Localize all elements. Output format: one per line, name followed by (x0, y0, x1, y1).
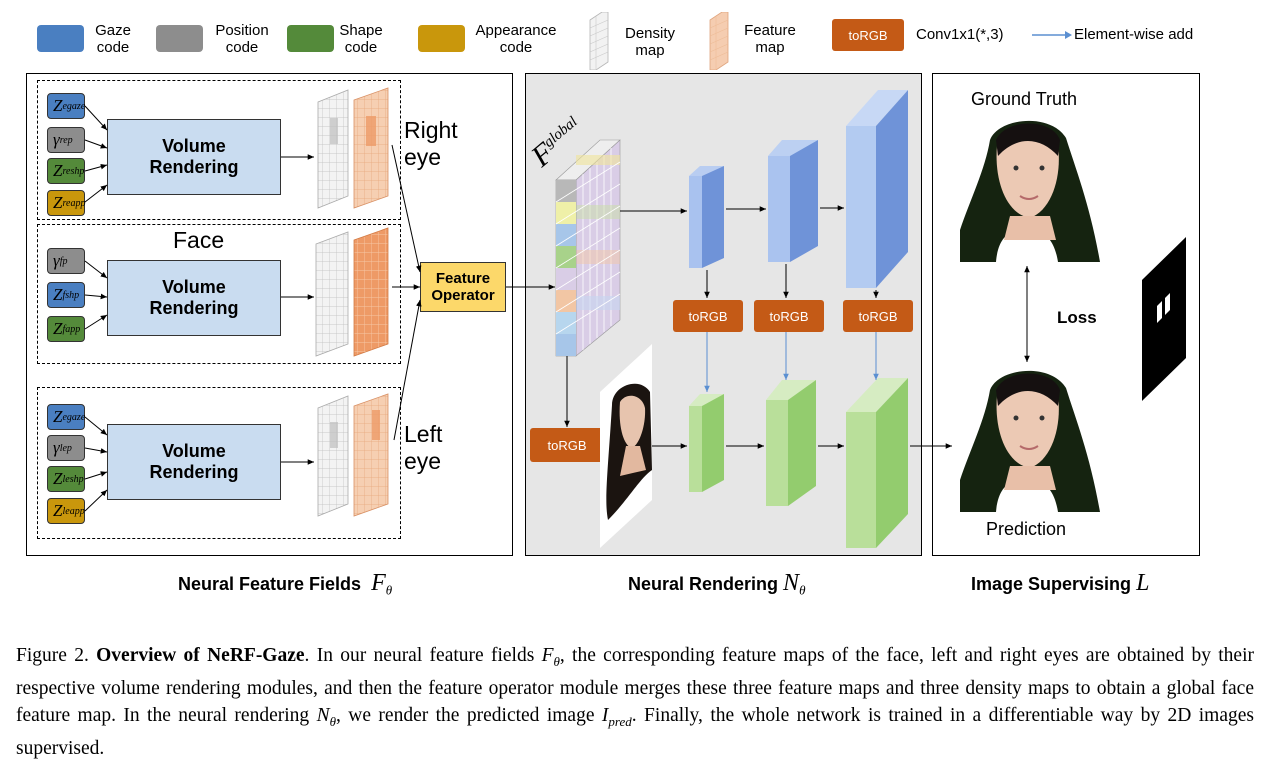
green-block-1 (689, 394, 724, 492)
legend-position-swatch (156, 25, 203, 52)
feature-operator: Feature Operator (420, 262, 506, 312)
left-volume-rendering: Volume Rendering (107, 424, 281, 500)
legend-appearance-label: Appearance code (475, 22, 557, 56)
ground-truth-image (960, 120, 1100, 263)
green-block-2 (766, 380, 816, 506)
diagram-graphics (84, 87, 1186, 548)
legend-feature-label: Feature map (744, 22, 796, 56)
rendering-section-title: Neural Rendering Nθ (628, 570, 806, 598)
prediction-image (960, 370, 1100, 512)
prediction-label: Prediction (986, 519, 1067, 539)
torgb-1: toRGB (673, 300, 743, 332)
blue-block-3 (846, 90, 908, 288)
torgb-3: toRGB (843, 300, 913, 332)
legend-torgb-swatch: toRGB (832, 19, 904, 51)
face-group (37, 224, 401, 364)
ground-truth-label: Ground Truth (971, 89, 1078, 109)
face-volume-rendering: Volume Rendering (107, 260, 281, 336)
global-feature-map (555, 139, 621, 357)
supervising-section-title: Image Supervising L (971, 570, 1150, 596)
blue-block-2 (768, 140, 818, 262)
legend-appearance-swatch (418, 25, 465, 52)
legend-feature-icon (709, 12, 729, 70)
code-arrows (84, 105, 314, 512)
legend-gaze-label: Gaze code (95, 22, 131, 56)
low-res-face-image (600, 344, 652, 548)
face-stacks (315, 227, 389, 357)
legend-add-label: Element-wise add (1074, 26, 1194, 43)
left-eye-stacks (317, 393, 389, 517)
torgb-input: toRGB (530, 428, 604, 462)
left-eye-label: Left eye (404, 421, 443, 474)
legend-gaze-swatch (37, 25, 84, 52)
legend-shape-swatch (287, 25, 334, 52)
legend-add-arrow-icon (1032, 31, 1072, 39)
green-block-3 (846, 378, 908, 548)
loss-label: Loss (1057, 308, 1097, 327)
legend-conv-label: Conv1x1(*,3) (916, 26, 1004, 43)
legend-density-label: Density map (624, 25, 676, 59)
eye-mask-image (1142, 237, 1186, 401)
left-eye-group (37, 387, 401, 539)
torgb-2: toRGB (754, 300, 824, 332)
neural-feature-fields-panel (26, 73, 513, 556)
legend-shape-label: Shape code (339, 22, 383, 56)
legend-density-icon (589, 12, 609, 70)
blue-block-1 (689, 166, 724, 268)
image-supervising-panel (932, 73, 1200, 556)
right-eye-label: Right eye (404, 117, 458, 170)
right-eye-group (37, 80, 401, 220)
legend: Gaze code Position code Shape code Appea… (0, 0, 1286, 72)
right-volume-rendering: Volume Rendering (107, 119, 281, 195)
figure-caption: Figure 2. Overview of NeRF-Gaze. In our … (16, 645, 1254, 759)
face-label: Face (173, 227, 225, 253)
right-eye-stacks (317, 87, 389, 209)
fields-section-title: Neural Feature Fields Fθ (178, 570, 393, 598)
legend-position-label: Position code (215, 22, 269, 56)
